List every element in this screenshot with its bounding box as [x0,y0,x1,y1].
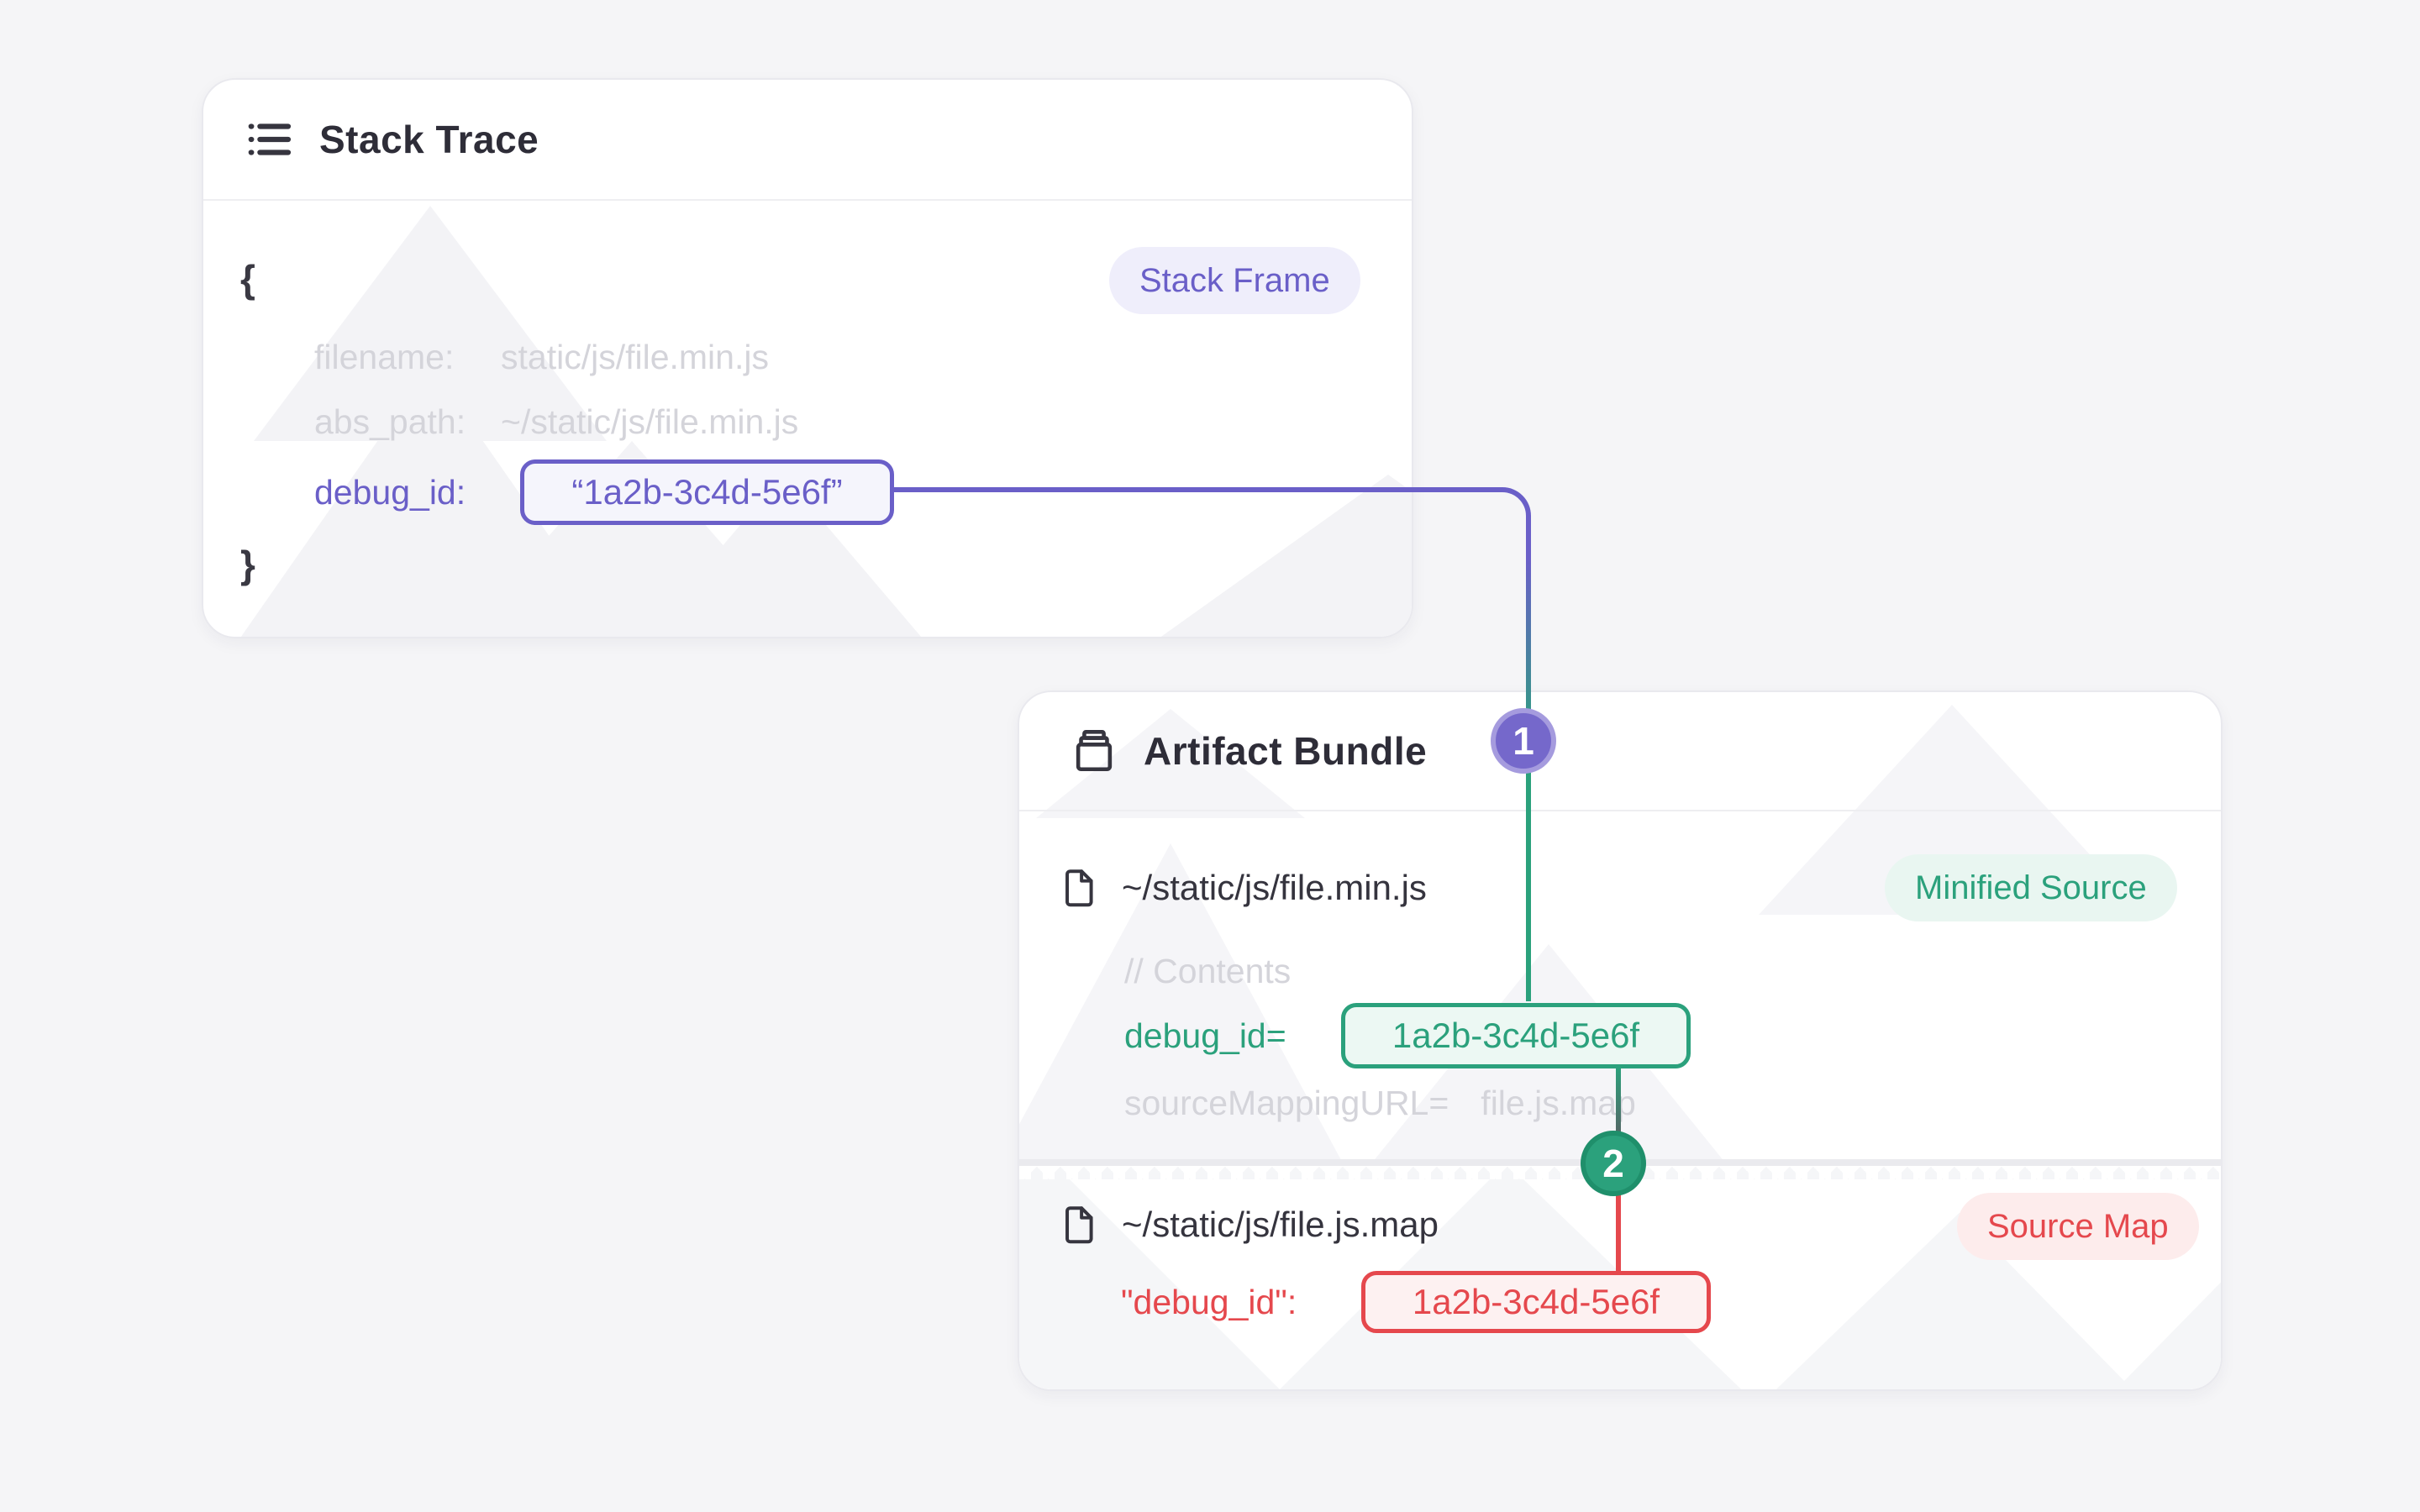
source-map-file-path: ~/static/js/file.js.map [1122,1205,1439,1244]
stack-trace-header: Stack Trace [203,80,1412,201]
debug-id-value-box: “1a2b-3c4d-5e6f” [520,459,894,525]
abs-path-row: abs_path: ~/static/js/file.min.js [314,389,798,454]
bundle-debug-id-value-box: 1a2b-3c4d-5e6f [1341,1003,1691,1068]
map-debug-id-key: "debug_id": [1121,1282,1297,1321]
stack-frame-badge: Stack Frame [1109,247,1360,314]
bundle-debug-id-row: debug_id= [1124,1003,1286,1068]
debug-id-key: debug_id: [314,472,466,512]
debug-id-row: debug_id: [314,459,466,525]
filename-value: static/js/file.min.js [501,337,769,376]
contents-comment-text: // Contents [1124,951,1292,990]
artifact-bundle-header: Artifact Bundle [1019,692,2221,811]
step-2-marker: 2 [1581,1131,1646,1196]
source-mapping-row: sourceMappingURL= file.js.map [1124,1070,1636,1136]
bundle-to-map-connector [1616,1067,1621,1169]
bundle-debug-id-key: debug_id= [1124,1016,1286,1055]
stack-trace-title: Stack Trace [319,118,539,161]
source-mapping-key: sourceMappingURL= [1124,1083,1449,1122]
step-1-marker: 1 [1491,708,1556,774]
open-brace: { [240,257,255,301]
contents-comment: // Contents [1124,938,1291,1004]
close-brace: } [240,543,255,586]
abs-path-value: ~/static/js/file.min.js [501,402,799,441]
map-debug-id-value-box: 1a2b-3c4d-5e6f [1361,1271,1711,1333]
stack-trace-card: Stack Trace { Stack Frame filename: stat… [202,78,1413,638]
filename-key: filename: [314,337,455,376]
map-debug-id-row: "debug_id": [1121,1269,1297,1335]
map-debug-id-connector [1616,1169,1621,1271]
minified-file-path: ~/static/js/file.min.js [1122,868,1427,907]
file-icon [1065,869,1093,907]
filename-row: filename: static/js/file.min.js [314,324,769,390]
source-map-badge: Source Map [1957,1193,2199,1260]
artifact-bundle-title: Artifact Bundle [1144,729,1428,773]
debug-id-connector-purple [892,487,1531,563]
debug-id-connector-vertical [1526,559,1531,1001]
list-icon [248,123,292,155]
source-mapping-value: file.js.map [1481,1083,1636,1122]
source-map-file-row: ~/static/js/file.js.map [1058,1192,1439,1257]
artifact-bundle-card: Artifact Bundle ~/static/js/file.min.js … [1018,690,2223,1391]
archive-box-icon [1076,729,1113,772]
minified-file-row: ~/static/js/file.min.js [1058,855,1427,921]
file-icon [1065,1206,1093,1244]
minified-source-badge: Minified Source [1885,854,2177,921]
abs-path-key: abs_path: [314,402,466,441]
